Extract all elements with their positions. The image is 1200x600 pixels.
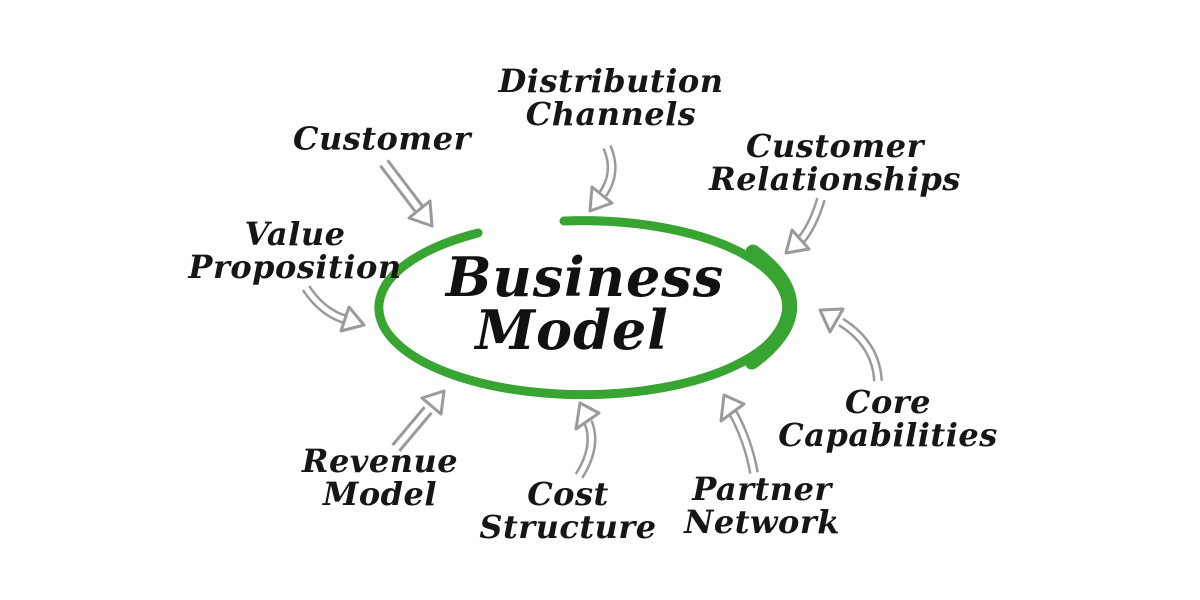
node-customer-relationships-line1: Customer — [746, 127, 924, 165]
node-core-capabilities: Core Capabilities — [778, 386, 997, 452]
node-partner-network-line2: Network — [684, 503, 840, 541]
node-distribution-channels: Distribution Channels — [499, 65, 724, 131]
diagram-title-line2: Model — [475, 298, 669, 362]
node-value-proposition-line1: Value — [244, 215, 346, 253]
ellipse-thick-right — [744, 244, 798, 370]
node-customer-relationships-line2: Relationships — [709, 160, 961, 198]
arrow-cost-structure-icon — [574, 401, 601, 480]
arrow-partner-network-icon — [719, 393, 759, 476]
node-revenue-model-line1: Revenue — [301, 442, 459, 480]
arrow-customer-icon — [379, 158, 434, 228]
arrow-distribution-channels-icon — [588, 143, 617, 213]
node-customer-relationships: Customer Relationships — [709, 130, 961, 196]
node-partner-network: Partner Network — [684, 473, 840, 539]
diagram-title-line1: Business — [445, 245, 725, 309]
node-revenue-model-line2: Model — [322, 475, 438, 513]
node-core-capabilities-line1: Core — [844, 383, 932, 421]
node-cost-structure-line2: Structure — [479, 508, 657, 546]
arrow-customer-relationships-icon — [784, 195, 826, 255]
node-cost-structure-line1: Cost — [527, 475, 609, 513]
node-distribution-channels-line1: Distribution — [498, 62, 724, 100]
center-ellipse — [374, 216, 798, 400]
node-partner-network-line1: Partner — [692, 470, 832, 508]
node-customer-label: Customer — [293, 119, 471, 158]
node-customer: Customer — [293, 119, 471, 158]
arrow-revenue-model-icon — [391, 389, 446, 453]
node-distribution-channels-line2: Channels — [525, 95, 697, 133]
node-value-proposition: Value Proposition — [188, 218, 401, 284]
node-value-proposition-line2: Proposition — [188, 248, 402, 286]
diagram-title: Business Model — [445, 245, 725, 357]
arrow-value-proposition-icon — [301, 284, 366, 333]
arrow-core-capabilities-icon — [818, 307, 883, 384]
node-core-capabilities-line2: Capabilities — [778, 416, 998, 454]
node-revenue-model: Revenue Model — [302, 445, 458, 511]
ellipse-stroke — [374, 216, 792, 400]
node-cost-structure: Cost Structure — [479, 478, 656, 544]
